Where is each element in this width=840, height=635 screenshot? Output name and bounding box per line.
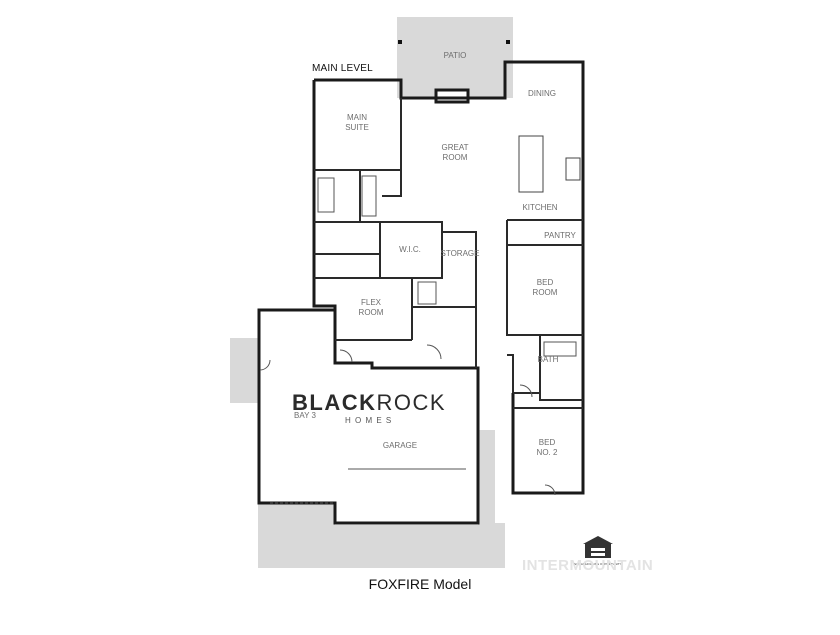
watermark: INTERMOUNTAIN [522,557,654,574]
room-label-garage: GARAGE [383,441,417,450]
laundry [417,281,437,305]
front-porch-pad [230,338,259,403]
exterior-wall-right [511,253,585,495]
exterior-wall-garage [257,278,480,525]
room-label-wic: W.I.C. [399,245,421,254]
room-label-bed: BED [537,278,554,287]
patio-pad [397,17,513,98]
interior-wall [506,220,583,336]
model-caption: FOXFIRE Model [368,576,472,592]
range [565,157,581,181]
room-label-dining: DINING [528,89,556,98]
interior-wall [382,98,402,197]
door-swing [339,349,353,363]
room-label-garage-bay: BAY 3 [294,411,316,420]
door-swing [519,384,533,398]
interior-wall [442,231,477,368]
exterior-wall-main [314,60,585,253]
level-label: MAIN LEVEL [312,63,373,74]
room-label-bath: BATH [538,355,559,364]
kitchen-island [518,135,544,193]
interior-wall [507,354,514,393]
room-label-bed-2: BED [539,438,556,447]
patio-post [506,40,510,44]
door-swing [259,359,271,371]
room-label-main: MAIN [347,113,367,122]
equal-housing-icon: EQUAL HOUSING OPPORTUNITY [574,536,622,566]
interior-wall [314,221,443,279]
garage-top-wall [333,310,476,370]
room-label-room: ROOM [443,153,468,162]
interior-wall [539,335,583,401]
room-label-flex: FLEX [361,298,382,307]
equal-housing-text: EQUAL HOUSING OPPORTUNITY [574,562,621,566]
room-label-great: GREAT [442,143,469,152]
tub [317,177,335,213]
interior-wall [314,277,413,340]
room-label-bed-no2: NO. 2 [537,448,558,457]
patio-post [398,40,402,44]
room-label-suite: SUITE [345,123,369,132]
brand-logo-tagline: H O M E S [345,416,392,425]
vanity [361,175,377,217]
room-label-pantry: PANTRY [544,231,576,240]
room-label-storage: STORAGE [441,249,480,258]
door-swing [544,484,556,496]
bath-tub [543,341,577,357]
room-label-kitchen: KITCHEN [522,203,557,212]
room-label-patio: PATIO [444,51,467,60]
door-swing [426,344,442,360]
room-label-bed-room: ROOM [533,288,558,297]
driveway-pad [258,430,505,568]
room-label-flex-room: ROOM [359,308,384,317]
brand-logo-black: BLACKROCK [292,390,446,415]
fireplace [434,88,470,104]
